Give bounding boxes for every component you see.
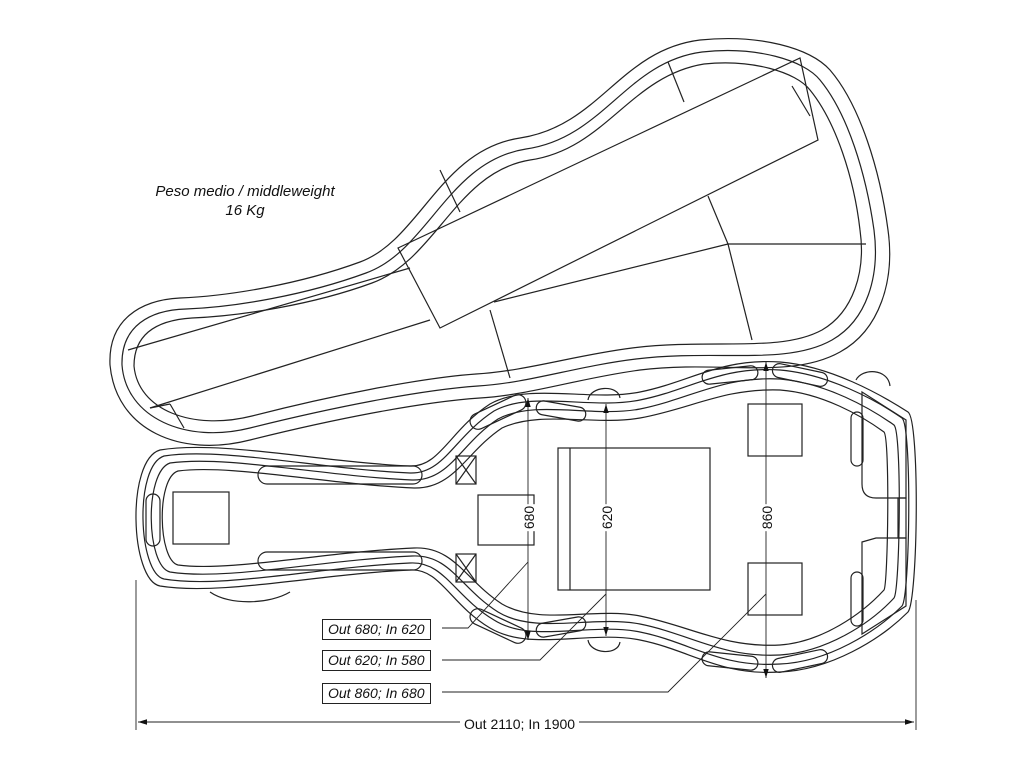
weight-note: Peso medio / middleweight 16 Kg (140, 182, 350, 220)
scroll-pad (145, 493, 161, 547)
dim-label-680: 680 (521, 503, 538, 532)
base-outer-outline (135, 360, 917, 674)
dim-label-620: 620 (599, 503, 616, 532)
neck-pad-top (257, 465, 423, 485)
weight-note-line2: 16 Kg (225, 202, 265, 219)
lid-inner-wall (133, 62, 862, 422)
case-lid (109, 38, 891, 446)
dim-label-860: 860 (759, 503, 776, 532)
lid-outer-outline (109, 38, 891, 446)
end-block (861, 390, 907, 499)
lower-bout-block (747, 562, 803, 616)
callout-620: Out 620; In 580 (322, 650, 431, 671)
scroll-block (172, 491, 230, 545)
weight-note-line1: Peso medio / middleweight (155, 183, 335, 200)
base-outer-outline-2 (142, 368, 910, 666)
overall-length-label: Out 2110; In 1900 (460, 716, 580, 733)
base-inner-wall (161, 389, 889, 646)
neck-pad-bottom (257, 551, 423, 571)
callout-860: Out 860; In 680 (322, 683, 431, 704)
callout-680: Out 680; In 620 (322, 619, 431, 640)
accessory-box (557, 447, 711, 591)
upper-bout-block (747, 403, 803, 457)
case-base (135, 360, 917, 674)
lid-body-pad (397, 57, 819, 329)
lid-inner-outline (121, 50, 877, 434)
end-block-2 (861, 537, 907, 636)
dimension-lines (135, 362, 917, 730)
